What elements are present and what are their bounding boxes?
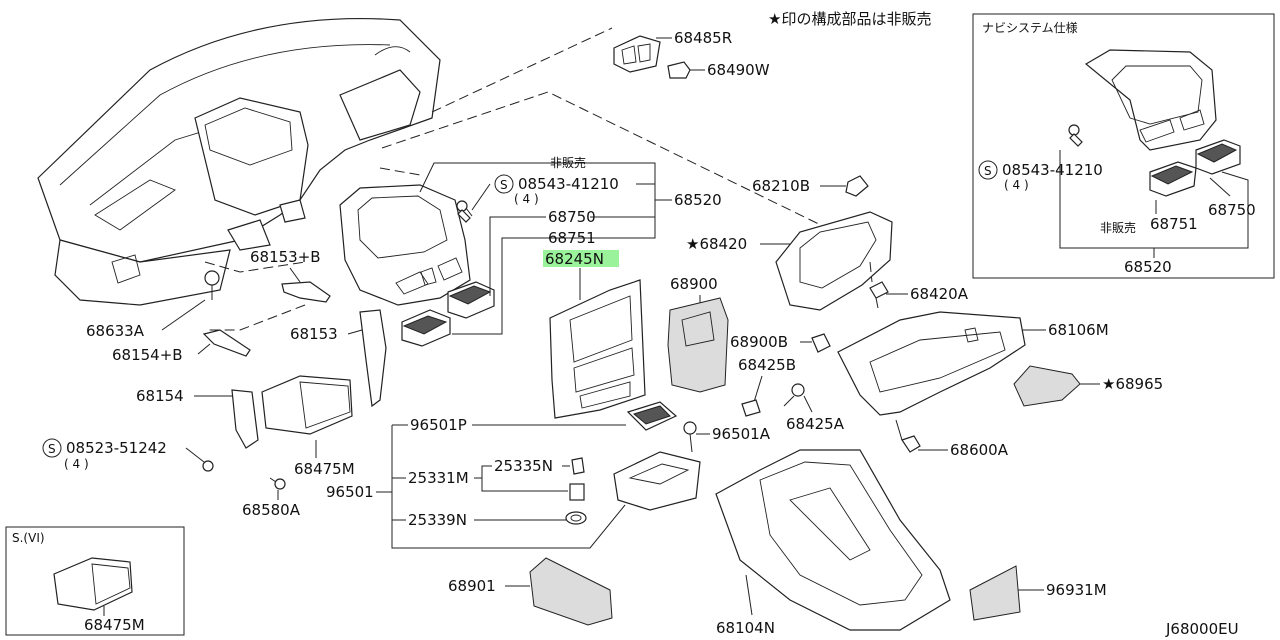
label-68751: 68751 [548,229,596,247]
side-cover-68901 [529,557,613,626]
label-68965: ★68965 [1102,375,1163,393]
inset-sv-title: S.(VI) [12,531,45,545]
inset-screw-symbol-icon [978,160,998,180]
center-console-68104N [715,449,951,631]
inset-not-sold: 非販売 [1100,220,1136,235]
inset-vent-right-label: 68750 [1208,201,1256,219]
label-68154B: 68154+B [112,346,183,364]
inset-sv: S.(VI) 68475M [5,526,185,636]
screw-symbol: S [500,178,508,192]
bracket-68153 [359,309,387,408]
screw-68425A [783,383,805,407]
label-25331M: 25331M [408,469,469,487]
bracket-68154 [231,389,259,449]
lid-68965 [1013,365,1081,407]
label-68425B: 68425B [738,356,796,374]
screw-symbol-icon [494,174,514,194]
screw-68420A [869,261,889,309]
socket-25335N [571,457,585,475]
inset-screw-part: 08543-41210 [1002,161,1103,179]
inset-screw-symbol: S [984,164,992,178]
ashtray-lid-96501P [626,401,678,431]
vent-68751 [401,309,451,347]
side-finisher-68900 [667,297,729,393]
ashtray-body-96501 [613,451,701,511]
label-68153B: 68153+B [250,248,321,266]
screw-icon [456,200,473,223]
side-cover-96931M [969,565,1021,621]
vent-68750 [447,281,495,319]
instrument-panel [37,18,441,306]
screw-symbol-icon-2 [42,438,62,458]
label-68900B: 68900B [730,333,788,351]
screw-68633A [204,270,220,300]
inset-screw-icon [1068,124,1083,147]
label-68633A: 68633A [86,322,145,340]
label-25335N: 25335N [494,457,553,475]
inset-sv-part: 68475M [84,616,145,634]
screw-08523 [202,460,214,472]
screw-symbol-2: S [48,442,56,456]
inset-assembly: 68520 [1124,258,1172,276]
label-68600A: 68600A [950,441,1009,459]
cluster-bezel [339,184,471,306]
header-note: ★印の構成部品は非販売 [768,10,931,28]
part-68485R [613,35,661,73]
label-68210B: 68210B [752,177,810,195]
screw-96501A [683,421,697,453]
label-96501P: 96501P [410,416,467,434]
ring-25339N [565,511,587,525]
inset-vent-left-label: 68751 [1150,215,1198,233]
inset-screw-qty: ( 4 ) [1004,178,1029,192]
screw-68600A [895,419,921,453]
label-68580A: 68580A [242,501,301,519]
label-68485R: 68485R [674,29,732,47]
meter-hood-68420 [775,211,893,311]
label-96931M: 96931M [1046,581,1107,599]
bracket-68154B [202,329,251,357]
part-68490W [667,61,691,79]
diagram-code: J68000EU [1165,620,1239,638]
label-68104N: 68104N [716,619,775,637]
clip-68425B [741,399,761,417]
pocket-68475M [261,375,353,435]
label-96501: 96501 [326,483,374,501]
label-68475M: 68475M [294,460,355,478]
label-08523-qty: ( 4 ) [64,457,89,471]
part-68210B [845,175,869,197]
label-68153: 68153 [290,325,338,343]
glove-box-68106M [837,311,1026,416]
label-68900: 68900 [670,275,718,293]
socket-25331M [569,483,585,501]
label-68154: 68154 [136,387,184,405]
screw-68580A [269,477,286,490]
label-08543-qty: ( 4 ) [514,192,539,206]
inset-navi: ナビシステム仕様 S 08543-41210 ( 4 ) 非販売 68751 6… [972,13,1275,279]
label-08543: 08543-41210 [518,175,619,193]
label-68490W: 68490W [707,61,770,79]
inset-vent-right [1195,139,1241,175]
label-68520: 68520 [674,191,722,209]
label-68245N: 68245N [545,250,604,268]
center-finisher-68245N [549,279,646,419]
label-not-sold: 非販売 [550,155,586,170]
label-68106M: 68106M [1048,321,1109,339]
inset-navi-title: ナビシステム仕様 [982,21,1078,35]
label-68420: ★68420 [686,235,747,253]
label-68901: 68901 [448,577,496,595]
highlight-68245N [543,250,619,267]
label-68425A: 68425A [786,415,845,433]
label-96501A: 96501A [712,425,771,443]
label-68750: 68750 [548,208,596,226]
inset-vent-left [1149,161,1197,197]
label-68420A: 68420A [910,285,969,303]
bracket-68153B [281,281,331,303]
label-25339N: 25339N [408,511,467,529]
label-08523: 08523-51242 [66,439,167,457]
clip-68900B [811,333,831,353]
